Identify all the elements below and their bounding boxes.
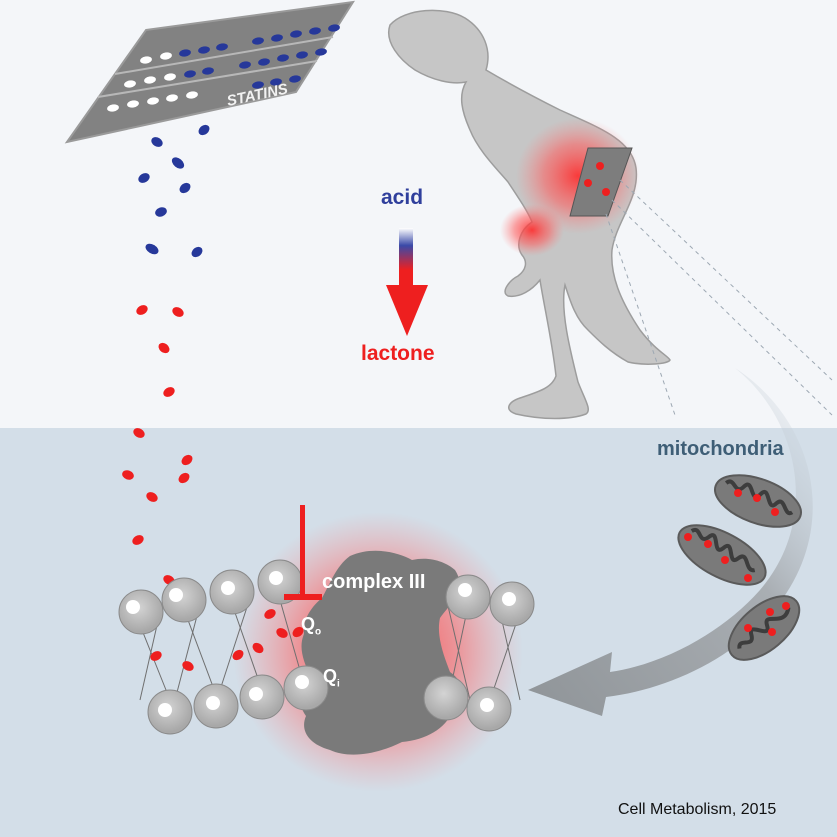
mitochondrion-2 bbox=[677, 524, 767, 586]
mitochondria-label: mitochondria bbox=[657, 438, 784, 460]
qi-site-label: Qi bbox=[323, 666, 340, 690]
complex-iii-label: complex III bbox=[322, 571, 426, 593]
acid-label: acid bbox=[381, 186, 424, 209]
qo-letter: Q bbox=[301, 614, 316, 634]
qi-subscript: i bbox=[337, 678, 340, 690]
blister-row-1 bbox=[140, 24, 340, 64]
lipid-heads-top bbox=[118, 559, 535, 635]
mitochondrion-1 bbox=[714, 474, 802, 528]
lactone-label: lactone bbox=[361, 342, 435, 365]
qi-letter: Q bbox=[323, 666, 338, 686]
qi-site bbox=[294, 672, 314, 692]
inhibition-symbol bbox=[284, 505, 322, 600]
mitochondrion-3 bbox=[727, 595, 801, 661]
citation-credit: Cell Metabolism, 2015 bbox=[618, 801, 777, 818]
acid-statin-pills bbox=[138, 124, 210, 258]
thigh-muscle-inset bbox=[569, 147, 633, 217]
blister-row-2 bbox=[124, 48, 327, 88]
qo-subscript: o bbox=[315, 626, 322, 638]
conversion-arrow bbox=[386, 228, 428, 336]
membrane-statin-pills bbox=[150, 609, 304, 671]
qo-site-label: Qo bbox=[301, 614, 321, 638]
complex-iii-protein bbox=[300, 550, 462, 755]
blister-row-3 bbox=[107, 75, 301, 112]
zoom-guide-lines bbox=[605, 179, 833, 419]
lipid-heads-bottom bbox=[147, 665, 512, 735]
